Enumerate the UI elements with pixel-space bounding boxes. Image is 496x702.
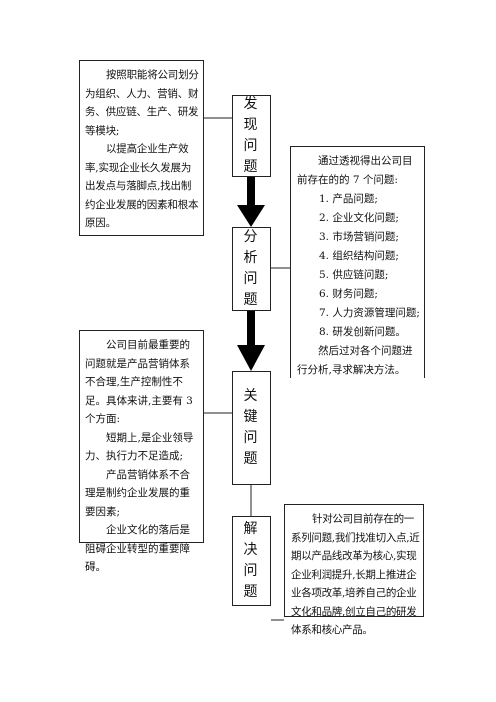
key-text-2: 短期上,是企业领导力、执行力不足造成;	[85, 431, 194, 463]
analyze-description-box: 通过透视得出公司目前存在的的 7 个问题: 1. 产品问题; 2. 企业文化问题…	[290, 146, 425, 378]
discover-text-2: 以提高企业生产效率,实现企业长久发展为出发点与落脚点,找出制约企业发展的因素和根…	[85, 143, 199, 229]
arrow-analyze-to-key	[237, 311, 265, 371]
analyze-intro: 通过透视得出公司目前存在的的 7 个问题:	[297, 155, 413, 186]
key-text-4: 企业文化的落后是阻碍企业转型的重要障碍。	[85, 524, 190, 573]
arrow-discover-to-analyze	[237, 177, 265, 227]
stage-solve: 解 决 问 题	[232, 516, 271, 606]
stage-analyze: 分 析 问 题	[232, 227, 271, 311]
problem-list: 1. 产品问题; 2. 企业文化问题; 3. 市场营销问题; 4. 组织结构问题…	[297, 190, 421, 342]
solve-description-box: 针对公司目前存在的一系列问题,我们找准切入点,近期以产品线改革为核心,实现企业利…	[284, 504, 424, 636]
key-text-1: 公司目前最重要的问题就是产品营销体系不合理,生产控制性不足。具体来讲,主要有 3…	[85, 339, 193, 425]
stage-discover: 发 现 问 题	[232, 95, 271, 177]
problem-item: 7. 人力资源管理问题;	[319, 307, 420, 319]
problem-item: 6. 财务问题;	[319, 288, 378, 300]
discover-description-box: 按照职能将公司划分为组织、人力、营销、财务、供应链、生产、研发等模块; 以提高企…	[79, 60, 204, 236]
problem-item: 8. 研发创新问题。	[319, 326, 406, 338]
problem-item: 1. 产品问题;	[319, 193, 378, 205]
discover-text-1: 按照职能将公司划分为组织、人力、营销、财务、供应链、生产、研发等模块;	[85, 69, 199, 137]
solve-text: 针对公司目前存在的一系列问题,我们找准切入点,近期以产品线改革为核心,实现企业利…	[291, 513, 420, 636]
key-description-box: 公司目前最重要的问题就是产品营销体系不合理,生产控制性不足。具体来讲,主要有 3…	[79, 330, 204, 573]
problem-item: 2. 企业文化问题;	[319, 212, 399, 224]
analyze-outro: 然后过对各个问题进行分析,寻求解决方法。	[297, 345, 413, 376]
problem-item: 3. 市场营销问题;	[319, 231, 399, 243]
problem-item: 4. 组织结构问题;	[319, 250, 399, 262]
problem-item: 5. 供应链问题;	[319, 269, 389, 281]
key-text-3: 产品营销体系不合理是制约企业发展的重要因素;	[85, 468, 190, 518]
stage-key: 关 键 问 题	[232, 371, 271, 485]
